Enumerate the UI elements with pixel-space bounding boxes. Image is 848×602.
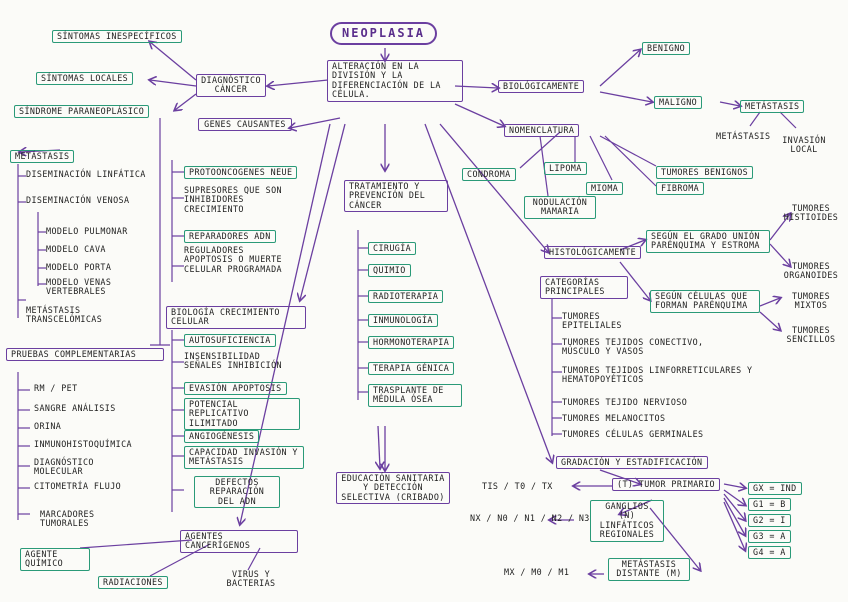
bio-item: AUTOSUFICIENCIA <box>184 334 276 348</box>
cat-item: TUMORES TEJIDO NERVIOSO <box>562 397 688 407</box>
trat-item: HORMONOTERAPIA <box>368 336 455 350</box>
agentes-cancerigenos: AGENTES CANCERÍGENOS <box>180 530 298 553</box>
tratamiento-node: TRATAMIENTO Y PREVENCIÓN DEL CÁNCER <box>344 180 448 213</box>
sintomas-locales: SÍNTOMAS LOCALES <box>36 72 134 86</box>
educacion-sanitaria: EDUCACIÓN SANITARIA Y DETECCIÓN SELECTIV… <box>336 472 450 505</box>
met-item: MODELO PULMONAR <box>46 226 128 236</box>
pruebas-complementarias: PRUEBAS COMPLEMENTARIAS <box>6 348 164 362</box>
grade-item: G3 = A <box>748 530 791 544</box>
trat-item: CIRUGÍA <box>368 242 417 256</box>
categorias-principales: CATEGORÍAS PRINCIPALES <box>540 276 628 299</box>
prueba-item: RM / PET <box>34 383 78 393</box>
bio-item: POTENCIAL REPLICATIVO ILIMITADO <box>184 398 300 431</box>
trat-item: QUIMIO <box>368 264 411 278</box>
agente-item: RADIACIONES <box>98 576 168 590</box>
nom-item: CONDROMA <box>462 168 516 182</box>
nom-item: FIBROMA <box>656 182 705 196</box>
prueba-item: MARCADORES TUMORALES <box>40 509 95 529</box>
met-item: MODELO PORTA <box>46 262 112 272</box>
bio-item: CAPACIDAD INVASIÓN Y METÁSTASIS <box>184 446 304 469</box>
grade-item: GX = IND <box>748 482 802 496</box>
cat-item: TUMORES EPITELIALES <box>562 311 622 331</box>
nomenclatura-node: NOMENCLATURA <box>504 124 580 138</box>
center-node: ALTERACIÓN EN LA DIVISIÓN Y LA DIFERENCI… <box>327 60 463 102</box>
met-item: DISEMINACIÓN LINFÁTICA <box>26 169 146 179</box>
m-label: MX / M0 / M1 <box>504 567 570 577</box>
hist-right-item: TUMORES SENCILLOS <box>786 325 836 345</box>
gen-item: SUPRESORES QUE SON INHIBIDORES CRECIMIEN… <box>184 185 282 214</box>
prueba-item: CITOMETRÍA FLUJO <box>34 481 122 491</box>
hist-right-item: TUMORES HISTIOIDES <box>783 203 839 223</box>
gen-item: REPARADORES ADN <box>184 230 276 244</box>
segun-grado: SEGÚN EL GRADO UNIÓN PARÉNQUIMA Y ESTROM… <box>646 230 770 253</box>
metastasis-distante: METÁSTASIS DISTANTE (M) <box>608 558 690 581</box>
metastasis-node: METÁSTASIS <box>10 150 75 164</box>
trat-item: RADIOTERAPIA <box>368 290 444 304</box>
grade-item: G4 = A <box>748 546 791 560</box>
bio-item: EVASIÓN APOPTOSIS <box>184 382 287 396</box>
nom-item: TUMORES BENIGNOS <box>656 166 754 180</box>
prueba-item: DIAGNÓSTICO MOLECULAR <box>34 457 94 477</box>
met-item: DISEMINACIÓN VENOSA <box>26 195 130 205</box>
met-item: MODELO CAVA <box>46 244 106 254</box>
gen-item: REGULADORES APOPTOSIS O MUERTE CELULAR P… <box>184 245 282 274</box>
t-label: TIS / T0 / TX <box>482 481 553 491</box>
bio-item: DEFECTOS REPARACIÓN DEL ADN <box>194 476 280 509</box>
trat-item: INMUNOLOGÍA <box>368 314 438 328</box>
segun-celulas: SEGÚN CÉLULAS QUE FORMAN PARÉNQUIMA <box>650 290 760 313</box>
genes-causantes: GENES CAUSANTES <box>198 118 292 132</box>
n-label: NX / N0 / N1 / N2 / N3 <box>470 513 590 523</box>
prueba-item: INMUNOHISTOQUÍMICA <box>34 439 132 449</box>
met-item: MODELO VENAS VERTEBRALES <box>46 277 112 297</box>
trat-item: TRASPLANTE DE MÉDULA ÓSEA <box>368 384 462 407</box>
metastasis-box: METÁSTASIS <box>740 100 805 114</box>
histologicamente-node: HISTOLÓGICAMENTE <box>544 246 642 260</box>
agente-item: AGENTE QUÍMICO <box>20 548 90 571</box>
maligno-node: MALIGNO <box>654 96 703 110</box>
bio-item: INSENSIBILIDAD SEÑALES INHIBICIÓN <box>184 351 282 371</box>
grade-item: G1 = B <box>748 498 791 512</box>
nom-item: MIOMA <box>586 182 624 196</box>
nom-item: NODULACIÓN MAMARIA <box>524 196 596 219</box>
grade-item: G2 = I <box>748 514 791 528</box>
cat-item: TUMORES TEJIDOS LINFORRETICULARES Y HEMA… <box>562 365 753 385</box>
prueba-item: SANGRE ANÁLISIS <box>34 403 116 413</box>
metastasis-label: METÁSTASIS <box>716 131 771 141</box>
hist-right-item: TUMORES MIXTOS <box>791 291 831 311</box>
nom-item: LIPOMA <box>544 162 587 176</box>
invasion-local: INVASIÓN LOCAL <box>782 135 826 155</box>
benigno-node: BENIGNO <box>642 42 691 56</box>
ganglios-node: GANGLIOS (N) LINFÁTICOS REGIONALES <box>590 500 664 542</box>
met-item: METÁSTASIS TRANSCELÓMICAS <box>26 305 103 325</box>
diagnostico-cancer: DIAGNÓSTICO CÁNCER <box>196 74 266 97</box>
page-title: NEOPLASIA <box>330 22 438 46</box>
cat-item: TUMORES TEJIDOS CONECTIVO, MÚSCULO Y VAS… <box>562 337 704 357</box>
hist-right-item: TUMORES ORGANOIDES <box>783 261 839 281</box>
biologicamente-node: BIOLÓGICAMENTE <box>498 80 585 94</box>
cat-item: TUMORES MELANOCITOS <box>562 413 666 423</box>
cat-item: TUMORES CÉLULAS GERMINALES <box>562 429 704 439</box>
agente-item: VIRUS Y BACTERIAS <box>226 569 276 589</box>
trat-item: TERAPIA GÉNICA <box>368 362 455 376</box>
prueba-item: ORINA <box>34 421 62 431</box>
gradacion-node: GRADACIÓN Y ESTADIFICACIÓN <box>556 456 708 470</box>
bio-item: ANGIOGÉNESIS <box>184 430 260 444</box>
sintomas-inespecificos: SÍNTOMAS INESPECÍFICOS <box>52 30 182 44</box>
biologia-crecimiento: BIOLOGÍA CRECIMIENTO CELULAR <box>166 306 306 329</box>
sindrome-paraneoplasico: SÍNDROME PARANEOPLÁSICO <box>14 105 150 119</box>
gen-item: PROTOONCOGENES NEUE <box>184 166 298 180</box>
tumor-primario: (T) TUMOR PRIMARIO <box>612 478 720 492</box>
